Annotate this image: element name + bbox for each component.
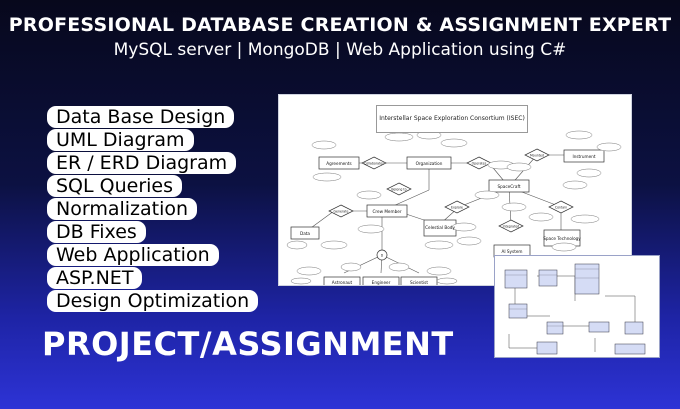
erd-label-organization: Organization: [416, 161, 443, 166]
erd-rel-contain: Contain: [555, 206, 567, 210]
erd-title-box: Interstellar Space Exploration Consortiu…: [376, 105, 528, 133]
skill-er-erd-diagram: ER / ERD Diagram: [47, 152, 237, 174]
skill-asp-net: ASP.NET: [47, 267, 143, 289]
erd-rel-d: D: [381, 254, 384, 258]
skill-data-base-design: Data Base Design: [47, 106, 235, 128]
skill-web-application: Web Application: [47, 244, 219, 266]
erd-label-agreements: Agreements: [326, 161, 351, 166]
schema-diagram-drawing: [504, 263, 646, 355]
erd-rel-generate: Generate: [334, 210, 349, 214]
skill-normalization: Normalization: [47, 198, 198, 220]
erd-label-scientist: Scientist: [410, 280, 428, 285]
er-diagram-image: Organization Instrument Agreements Space…: [278, 94, 632, 286]
skill-sql-queries: SQL Queries: [47, 175, 183, 197]
erd-label-instrument: Instrument: [572, 154, 595, 159]
skill-uml-diagram: UML Diagram: [47, 129, 194, 151]
erd-label-crew-member: Crew Member: [372, 209, 401, 214]
schema-diagram-image: [494, 255, 660, 358]
skill-db-fixes: DB Fixes: [47, 221, 146, 243]
erd-rel-operates: Operates: [472, 162, 487, 166]
erd-label-engineer: Engineer: [372, 280, 391, 285]
erd-label-ai-system: AI System: [501, 249, 522, 254]
erd-rel-belong-to: Belong to: [391, 188, 406, 192]
er-diagram-drawing: Organization Instrument Agreements Space…: [286, 130, 622, 285]
erd-rel-integrated: Integrated: [503, 225, 520, 229]
erd-label-astronaut: Astronaut: [332, 280, 353, 285]
erd-label-spacecraft: SpaceCraft: [497, 184, 520, 189]
erd-label-space-technology: Space Technology: [543, 236, 581, 241]
headline-subtitle: MySQL server | MongoDB | Web Application…: [113, 40, 567, 60]
erd-rel-collaborates: Collaborates: [364, 162, 384, 166]
headline-title: PROFESSIONAL DATABASE CREATION & ASSIGNM…: [8, 14, 672, 36]
skill-design-optimization: Design Optimization: [47, 290, 259, 312]
erd-label-celestial-body: Celestial Body: [425, 225, 455, 230]
erd-rel-explore: Explore: [451, 206, 463, 210]
project-assignment-label: PROJECT/ASSIGNMENT: [42, 325, 454, 363]
erd-rel-mounted: Mounted: [530, 154, 544, 158]
erd-label-data: Data: [300, 231, 310, 236]
